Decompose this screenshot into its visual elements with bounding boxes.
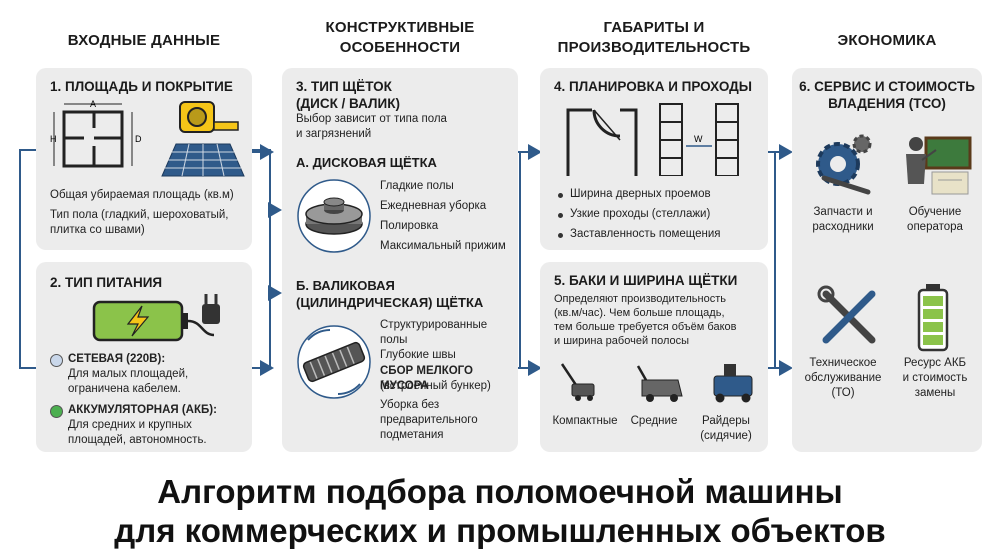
disc-brush-icon — [297, 179, 371, 253]
card-power-type: 2. ТИП ПИТАНИЯ СЕТЕВАЯ (220В): Для малых… — [36, 262, 252, 452]
card-title: 3. ТИП ЩЁТОК (ДИСК / ВАЛИК) — [296, 79, 400, 111]
column-header-design: КОНСТРУКТИВНЫЕ ОСОБЕННОСТИ — [325, 19, 475, 56]
column-header-economy: ЭКОНОМИКА — [837, 32, 937, 49]
card-title: 4. ПЛАНИРОВКА И ПРОХОДЫ — [554, 79, 752, 94]
column-header-size: ГАБАРИТЫ И ПРОИЗВОДИТЕЛЬНОСТЬ — [557, 19, 751, 56]
area-text: Общая убираемая площадь (кв.м) — [50, 189, 234, 201]
battery-option-dot — [50, 405, 63, 418]
roller-brush-icon — [297, 325, 371, 399]
roller-item: (встроенный бункер) — [380, 380, 491, 392]
floor-type-text: Тип пола (гладкий, шероховатый, плитка с… — [50, 209, 229, 236]
disc-item: Максимальный прижим — [380, 240, 506, 252]
card-layout-aisles: 4. ПЛАНИРОВКА И ПРОХОДЫ W Ширина дверных… — [540, 68, 768, 250]
battery-option-text: Для средних и крупных площадей, автономн… — [68, 419, 207, 446]
machine-label: Средние — [630, 415, 678, 427]
card-brush-type: 3. ТИП ЩЁТОК (ДИСК / ВАЛИК) Выбор зависи… — [282, 68, 518, 452]
walk-behind-machine-icon — [560, 363, 595, 401]
card-title: 6. СЕРВИС И СТОИМОСТЬ ВЛАДЕНИЯ (ТСО) — [799, 79, 975, 111]
machine-label: Компактные — [552, 415, 618, 427]
layout-bullet: Ширина дверных проемов — [570, 188, 711, 200]
medium-machine-icon — [636, 365, 683, 402]
svg-text:A: A — [90, 100, 96, 109]
operator-training-icon — [906, 136, 972, 195]
machine-sizes-icon — [560, 363, 753, 403]
card-tanks-width: 5. БАКИ И ШИРИНА ЩЁТКИ Определяют произв… — [540, 262, 768, 452]
disc-item: Полировка — [380, 220, 439, 232]
left-bracket-line — [19, 149, 36, 369]
input-merge-line — [252, 149, 271, 369]
floor-plan-icon: A H D — [50, 100, 142, 168]
layout-bullet: Узкие проходы (стеллажи) — [570, 208, 711, 220]
svg-text:H: H — [50, 134, 57, 144]
roller-item: Структурированные полы — [380, 319, 488, 346]
roller-brush-heading: Б. ВАЛИКОВАЯ (ЦИЛИНДРИЧЕСКАЯ) ЩЁТКА — [296, 278, 484, 310]
ride-on-machine-icon — [713, 364, 753, 403]
layout-bullet: Заставленность помещения — [570, 228, 721, 240]
tools-maintenance-icon — [817, 285, 876, 344]
gears-wrench-icon — [816, 134, 872, 195]
battery-plug-icon — [92, 294, 220, 342]
card-service-tco: 6. СЕРВИС И СТОИМОСТЬ ВЛАДЕНИЯ (ТСО) Зап… — [792, 68, 982, 452]
card-title: 5. БАКИ И ШИРИНА ЩЁТКИ — [554, 273, 738, 288]
service-item: Ресурс АКБ и стоимость замены — [902, 357, 968, 399]
service-item: Техническое обслуживание (ТО) — [804, 357, 882, 399]
mains-option-text: Для малых площадей, ограничена кабелем. — [68, 368, 189, 395]
performance-text: Определяют производительность (кв.м/час)… — [554, 293, 737, 347]
disc-item: Ежедневная уборка — [380, 200, 487, 212]
doorway-shelving-icon: W — [566, 103, 739, 176]
svg-text:W: W — [694, 134, 703, 144]
card-title: 1. ПЛОЩАДЬ И ПОКРЫТИЕ — [50, 79, 233, 94]
service-item: Обучение оператора — [907, 206, 963, 233]
main-title: Алгоритм подбора поломоечной машины для … — [114, 473, 886, 549]
roller-item-bold: СБОР МЕЛКОГО МУСОРА — [380, 365, 473, 392]
machine-label: Райдеры (сидячие) — [700, 415, 752, 442]
brush-intro: Выбор зависит от типа пола и загрязнений — [296, 113, 447, 140]
battery-option-title: АККУМУЛЯТОРНАЯ (АКБ): — [68, 404, 217, 416]
disc-brush-heading: А. ДИСКОВАЯ ЩЁТКА — [296, 155, 437, 170]
battery-life-icon — [917, 284, 949, 352]
disc-item: Гладкие полы — [380, 180, 454, 192]
svg-text:D: D — [135, 134, 142, 144]
roller-item: Глубокие швы — [380, 349, 456, 361]
mains-option-dot — [50, 354, 63, 367]
roller-item: Уборка без предварительного подметания — [380, 399, 478, 441]
card-area-coverage: 1. ПЛОЩАДЬ И ПОКРЫТИЕ A H D Общая убирае… — [36, 68, 252, 250]
service-item: Запчасти и расходники — [812, 206, 874, 233]
column-header-input: ВХОДНЫЕ ДАННЫЕ — [67, 32, 221, 49]
mains-option-title: СЕТЕВАЯ (220В): — [68, 353, 166, 365]
card-title: 2. ТИП ПИТАНИЯ — [50, 275, 163, 290]
floor-tiles-icon — [161, 101, 245, 177]
